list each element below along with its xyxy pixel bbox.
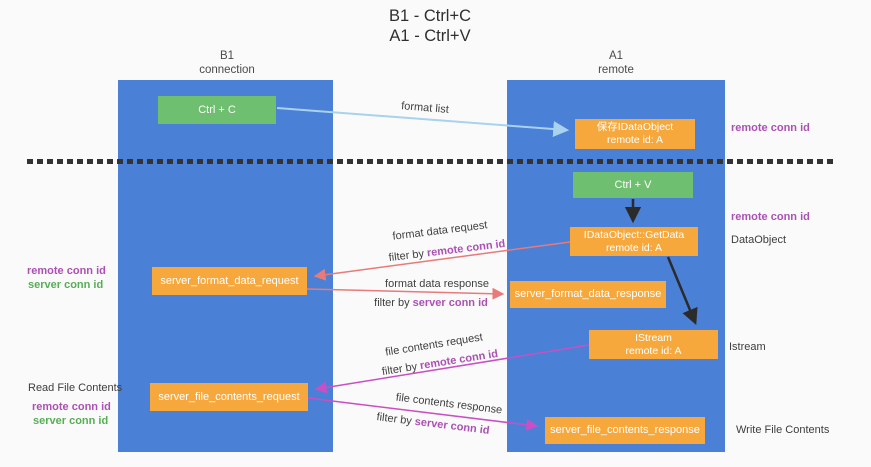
column-name-a1: A1: [608, 50, 624, 62]
column-name-b1: B1: [219, 50, 235, 62]
node-idataobject-getdata-line1: IDataObject::GetData: [583, 228, 685, 241]
diagram-title: B1 - Ctrl+C A1 - Ctrl+V: [340, 6, 520, 46]
filter-by-text: filter by: [375, 411, 416, 428]
node-server-format-data-request: server_format_data_request: [152, 267, 307, 295]
node-server-format-data-request-label: server_format_data_request: [160, 274, 299, 287]
node-ctrl-v-label: Ctrl + V: [614, 178, 652, 191]
annotation-write-file-contents: Write File Contents: [736, 424, 830, 436]
node-ctrl-c-label: Ctrl + C: [198, 103, 236, 116]
node-server-format-data-response-label: server_format_data_response: [514, 288, 662, 300]
node-idataobject-getdata-line2: remote id: A: [605, 241, 663, 254]
node-istream-line2: remote id: A: [625, 344, 682, 357]
node-server-file-contents-response-label: server_file_contents_response: [550, 424, 700, 436]
node-server-file-contents-request: server_file_contents_request: [150, 383, 308, 411]
column-header-a1-remote: A1 remote: [507, 49, 725, 79]
node-istream-line1: IStream: [635, 331, 672, 344]
filter-by-text: filter by: [381, 360, 422, 379]
annotation-dataobject: DataObject: [731, 234, 787, 246]
annotation-remote-conn-id-top-right: remote conn id: [731, 122, 810, 134]
filter-by-text: filter by: [374, 297, 413, 309]
remote-conn-id-term: remote conn id: [426, 237, 506, 260]
node-server-file-contents-response: server_file_contents_response: [545, 417, 705, 444]
column-subtitle-remote: remote: [598, 64, 634, 76]
edge-label-filter-remote-1: filter by remote conn id: [388, 238, 506, 264]
edge-label-format-data-request: format data request: [391, 219, 489, 243]
edge-label-file-contents-response: file contents response: [395, 391, 503, 417]
node-ctrl-v: Ctrl + V: [573, 172, 693, 198]
node-save-idataobject-line2: remote id: A: [606, 134, 664, 146]
annotation-remote-conn-id-right: remote conn id: [731, 211, 810, 223]
annotation-read-file-contents: Read File Contents: [28, 382, 123, 394]
edge-label-filter-server-2: filter by server conn id: [376, 411, 490, 437]
node-ctrl-c: Ctrl + C: [158, 96, 276, 124]
filter-by-text: filter by: [388, 247, 428, 265]
node-istream: IStream remote id: A: [589, 330, 718, 359]
node-idataobject-getdata: IDataObject::GetData remote id: A: [570, 227, 698, 256]
column-subtitle-connection: connection: [199, 64, 255, 76]
annotation-server-conn-id-left-1: server conn id: [28, 279, 104, 291]
node-server-format-data-response: server_format_data_response: [510, 281, 666, 308]
annotation-server-conn-id-left-2: server conn id: [33, 415, 109, 427]
title-line-b1: B1 - Ctrl+C: [388, 7, 472, 25]
column-header-b1-connection: B1 connection: [120, 49, 334, 79]
annotation-remote-conn-id-left-1: remote conn id: [27, 265, 106, 277]
node-save-idataobject-line1: 保存IDataObject: [596, 121, 674, 133]
edge-label-filter-server-1: filter by server conn id: [374, 297, 488, 309]
phase-separator-dashed-line: [27, 159, 834, 164]
server-conn-id-term: server conn id: [414, 415, 491, 437]
node-save-idataobject: 保存IDataObject remote id: A: [575, 119, 695, 149]
edge-label-format-data-response: format data response: [385, 278, 489, 290]
server-conn-id-term: server conn id: [412, 297, 488, 309]
edge-label-format-list: format list: [400, 100, 450, 116]
title-line-a1: A1 - Ctrl+V: [389, 27, 471, 45]
annotation-istream: Istream: [729, 341, 766, 353]
node-server-file-contents-request-label: server_file_contents_request: [158, 390, 300, 403]
annotation-remote-conn-id-left-2: remote conn id: [32, 401, 111, 413]
